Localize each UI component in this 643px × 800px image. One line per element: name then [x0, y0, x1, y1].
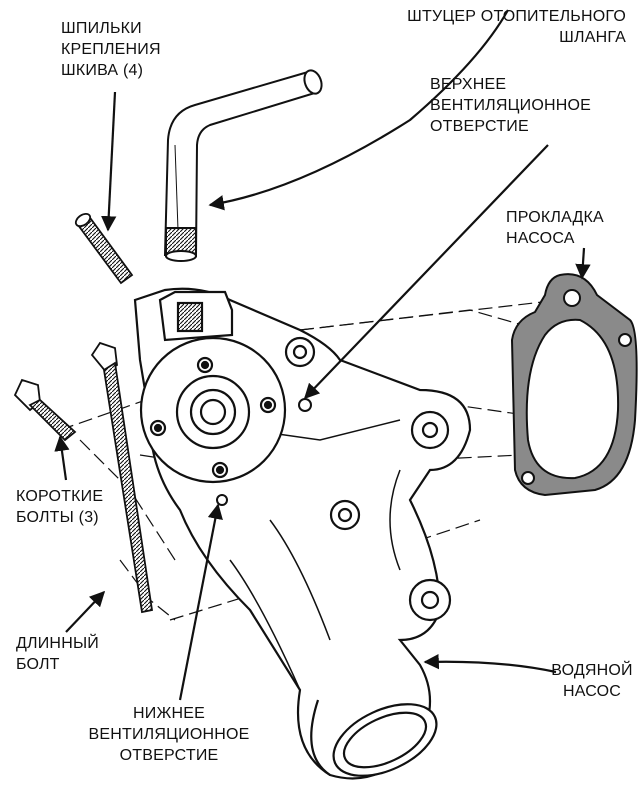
label-pulley-studs: ШПИЛЬКИ КРЕПЛЕНИЯ ШКИВА (4): [61, 18, 161, 81]
pulley-hub: [139, 336, 287, 484]
label-line: КОРОТКИЕ: [16, 488, 104, 505]
label-pump-gasket: ПРОКЛАДКА НАСОСА: [506, 207, 604, 249]
label-line: ВОДЯНОЙ: [551, 662, 633, 679]
label-line: ДЛИННЫЙ: [16, 635, 100, 652]
label-line: БОЛТЫ (3): [16, 509, 99, 526]
label-line: БОЛТ: [16, 656, 60, 673]
leader-lines: [54, 9, 591, 701]
label-line: ВЕНТИЛЯЦИОННОЕ: [88, 726, 250, 743]
label-heater-hose-fitting: ШТУЦЕР ОТОПИТЕЛЬНОГО ШЛАНГА: [378, 6, 626, 48]
pump-gasket: [510, 273, 638, 497]
label-line: НАСОСА: [506, 230, 575, 247]
pulley-stud: [74, 212, 134, 285]
label-line: ОТВЕРСТИЕ: [430, 118, 529, 135]
long-bolt: [90, 341, 154, 614]
label-line: ШТУЦЕР ОТОПИТЕЛЬНОГО: [407, 8, 626, 25]
label-line: ПРОКЛАДКА: [506, 209, 604, 226]
label-line: ВЕРХНЕЕ: [430, 76, 507, 93]
label-upper-vent: ВЕРХНЕЕ ВЕНТИЛЯЦИОННОЕ ОТВЕРСТИЕ: [430, 74, 591, 137]
short-bolt: [13, 378, 77, 442]
label-line: ШЛАНГА: [559, 29, 626, 46]
lower-vent-hole: [216, 494, 228, 506]
label-line: ОТВЕРСТИЕ: [119, 747, 219, 764]
label-line: НАСОС: [562, 683, 622, 700]
label-line: ШКИВА (4): [61, 62, 144, 79]
label-line: КРЕПЛЕНИЯ: [61, 41, 161, 58]
label-water-pump: ВОДЯНОЙ НАСОС: [549, 660, 635, 702]
heater-hose-fitting: [163, 69, 323, 262]
label-line: ВЕНТИЛЯЦИОННОЕ: [430, 97, 592, 114]
label-long-bolt: ДЛИННЫЙ БОЛТ: [16, 633, 99, 675]
upper-vent-hole: [298, 398, 312, 412]
label-line: НИЖНЕЕ: [133, 705, 205, 722]
label-lower-vent: НИЖНЕЕ ВЕНТИЛЯЦИОННОЕ ОТВЕРСТИЕ: [74, 703, 264, 766]
label-short-bolts: КОРОТКИЕ БОЛТЫ (3): [16, 486, 103, 528]
label-line: ШПИЛЬКИ: [61, 20, 142, 37]
